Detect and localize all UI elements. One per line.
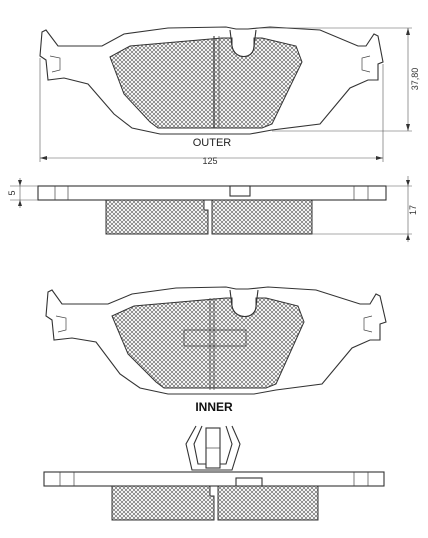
inner-side-friction-right — [217, 485, 319, 521]
outer-side-backplate — [37, 185, 387, 201]
outer-side-friction-left — [105, 199, 209, 235]
inner-center-notch — [229, 289, 259, 318]
outer-side-view — [37, 185, 387, 235]
outer-left-ear-detail — [49, 55, 61, 73]
height-dimension-label: 37,80 — [410, 68, 420, 91]
outer-center-notch — [229, 29, 257, 58]
outer-side-clip — [229, 185, 251, 197]
inner-side-backplate — [43, 471, 385, 487]
total-thickness-dimension: 17 — [312, 176, 418, 242]
inner-right-ear-detail — [363, 315, 373, 333]
width-dimension: 125 — [39, 58, 384, 166]
outer-pad-view: OUTER — [39, 26, 384, 149]
inner-side-wear-indicator — [235, 477, 263, 487]
outer-right-ear-detail — [361, 55, 371, 73]
inner-left-ear-detail — [55, 315, 67, 333]
height-dimension: 37,80 — [256, 27, 420, 132]
inner-side-view — [43, 425, 385, 521]
outer-label: OUTER — [193, 137, 232, 149]
width-dimension-label: 125 — [202, 156, 217, 166]
backplate-thickness-label: 5 — [7, 190, 17, 195]
total-thickness-label: 17 — [408, 205, 418, 215]
inner-side-friction-left — [111, 485, 215, 521]
outer-side-friction-right — [211, 199, 313, 235]
inner-pad-view: INNER — [45, 286, 387, 414]
inner-label: INNER — [195, 400, 233, 414]
inner-sensor-outline — [183, 298, 247, 390]
backplate-thickness-dimension: 5 — [7, 178, 38, 208]
